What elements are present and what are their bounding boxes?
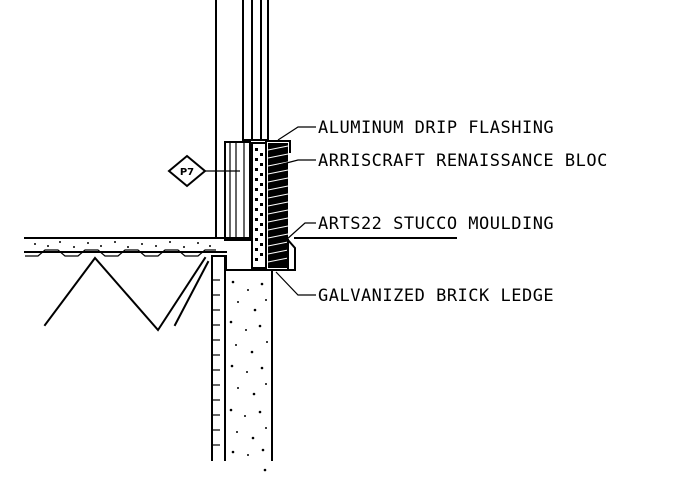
stucco-moulding (251, 238, 296, 271)
floor-slab (24, 237, 457, 257)
callout-aluminum-drip-flashing: ALUMINUM DRIP FLASHING (318, 118, 554, 138)
leader-lines (274, 126, 316, 296)
foundation-wall (211, 255, 273, 472)
window-frame (215, 0, 269, 239)
open-web-joist (43, 256, 210, 332)
section-tag-label: P7 (180, 167, 194, 178)
air-gap-strip (251, 142, 267, 269)
callout-arriscraft-bloc: ARRISCRAFT RENAISSANCE BLOC (318, 151, 608, 171)
drip-flashing (265, 140, 291, 153)
sill-frame (215, 141, 253, 241)
callout-stucco-moulding: ARTS22 STUCCO MOULDING (318, 214, 554, 234)
section-tag: P7 (167, 154, 240, 188)
callout-brick-ledge: GALVANIZED BRICK LEDGE (318, 286, 554, 306)
stone-bloc (267, 143, 289, 268)
